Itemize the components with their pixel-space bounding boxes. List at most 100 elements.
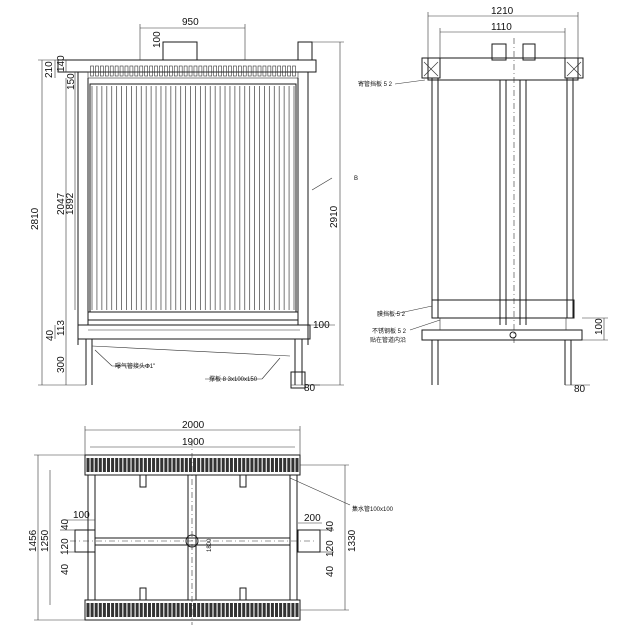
dim-950: 950 bbox=[182, 17, 199, 28]
plan-connector bbox=[262, 603, 266, 617]
dim-right-100: 100 bbox=[313, 320, 330, 331]
top-connectors bbox=[90, 65, 296, 77]
plan-connector bbox=[139, 603, 143, 617]
connector bbox=[282, 65, 286, 77]
plan-connector bbox=[94, 458, 98, 472]
dim-1110: 1110 bbox=[491, 22, 512, 33]
connector bbox=[252, 65, 257, 77]
plan-connector bbox=[106, 458, 110, 472]
dim-210: 210 bbox=[44, 61, 55, 78]
connector bbox=[203, 65, 208, 77]
tube-edge-label: 贴在管道内沿 bbox=[370, 336, 406, 344]
plan-connector bbox=[234, 603, 238, 617]
connector bbox=[218, 65, 222, 77]
dim-1330: 1330 bbox=[347, 529, 358, 552]
side-bottom-plate bbox=[431, 299, 575, 319]
connector bbox=[129, 65, 134, 77]
marker-b: B bbox=[354, 176, 358, 182]
dim-plan-center: 1800 bbox=[207, 538, 213, 552]
connector bbox=[223, 65, 227, 77]
plan-connector bbox=[127, 458, 131, 472]
dim-plan-200: 200 bbox=[304, 513, 321, 524]
plan-connector bbox=[205, 458, 209, 472]
plan-connector bbox=[295, 603, 299, 617]
plan-connector bbox=[106, 603, 110, 617]
side-view: 1210 1110 100 80 寄管挡板 5 2 膜挡板 5 2 不锈钢板 5… bbox=[358, 6, 608, 395]
dim-1900: 1900 bbox=[182, 437, 205, 448]
side-pipe-2 bbox=[522, 43, 536, 61]
front-view: 950 100 2810 210 140 150 2047 1892 40 11… bbox=[30, 17, 358, 394]
connector bbox=[154, 65, 158, 77]
stub bbox=[139, 587, 147, 601]
plan-connector bbox=[217, 603, 221, 617]
connector bbox=[228, 65, 232, 77]
plan-connector bbox=[102, 458, 106, 472]
plan-connector bbox=[262, 458, 266, 472]
plan-connector bbox=[90, 603, 94, 617]
dim-2047: 2047 bbox=[56, 192, 67, 215]
plan-left-pipe bbox=[74, 529, 96, 553]
connector bbox=[149, 65, 153, 77]
plan-bottom-connectors bbox=[86, 603, 299, 617]
plan-right-pipe bbox=[297, 529, 321, 553]
dim-1456: 1456 bbox=[28, 529, 39, 552]
plan-connector bbox=[168, 603, 172, 617]
plan-connector bbox=[238, 603, 242, 617]
dim-1210: 1210 bbox=[491, 6, 514, 17]
side-header-box-right bbox=[564, 57, 584, 79]
plan-connector bbox=[217, 458, 221, 472]
plan-connector bbox=[266, 603, 270, 617]
plan-connector bbox=[225, 458, 229, 472]
plan-connector bbox=[229, 603, 233, 617]
dim-pipe-100: 100 bbox=[152, 31, 163, 48]
plan-connector bbox=[152, 458, 156, 472]
plan-connector bbox=[127, 603, 131, 617]
plan-connector bbox=[143, 603, 147, 617]
connector bbox=[287, 65, 291, 77]
plan-connector bbox=[275, 458, 279, 472]
plan-connector bbox=[176, 603, 180, 617]
connector bbox=[277, 65, 282, 77]
plan-connector bbox=[139, 458, 143, 472]
plan-connector bbox=[225, 603, 229, 617]
plan-top-connectors bbox=[86, 458, 299, 472]
plan-connector bbox=[205, 603, 209, 617]
plan-connector bbox=[98, 458, 102, 472]
plan-connector bbox=[135, 603, 139, 617]
plan-connector bbox=[147, 458, 151, 472]
plan-connector bbox=[188, 458, 192, 472]
plan-connector bbox=[270, 458, 274, 472]
dim-140: 140 bbox=[56, 55, 67, 72]
connector bbox=[267, 65, 272, 77]
connector bbox=[173, 65, 178, 77]
plan-connector bbox=[266, 458, 270, 472]
plan-connector bbox=[193, 458, 197, 472]
connector bbox=[95, 65, 99, 77]
plan-connector bbox=[279, 603, 283, 617]
plan-connector bbox=[221, 458, 225, 472]
stub bbox=[139, 474, 147, 488]
plan-connector bbox=[86, 603, 90, 617]
connector bbox=[169, 65, 173, 77]
plan-connector bbox=[98, 603, 102, 617]
plan-connector bbox=[242, 603, 246, 617]
dim-300: 300 bbox=[56, 356, 67, 373]
water-pipe-label: 集水管100x100 bbox=[352, 505, 394, 513]
plan-connector bbox=[176, 458, 180, 472]
connector bbox=[242, 65, 247, 77]
plan-connector bbox=[172, 603, 176, 617]
connector bbox=[272, 65, 277, 77]
stub bbox=[239, 474, 247, 488]
connector bbox=[104, 65, 109, 77]
bottom-collector bbox=[87, 311, 299, 321]
connector bbox=[238, 65, 242, 77]
dim-plan-r40a: 40 bbox=[325, 520, 336, 532]
bottom-frame bbox=[77, 324, 311, 340]
dim-plan-100: 100 bbox=[73, 510, 90, 521]
plan-connector bbox=[180, 603, 184, 617]
plan-connector bbox=[147, 603, 151, 617]
bottom-plate-label: 膜挡板 5 2 bbox=[377, 310, 406, 318]
connector bbox=[124, 65, 129, 77]
plan-connector bbox=[238, 458, 242, 472]
plan-connector bbox=[283, 458, 287, 472]
